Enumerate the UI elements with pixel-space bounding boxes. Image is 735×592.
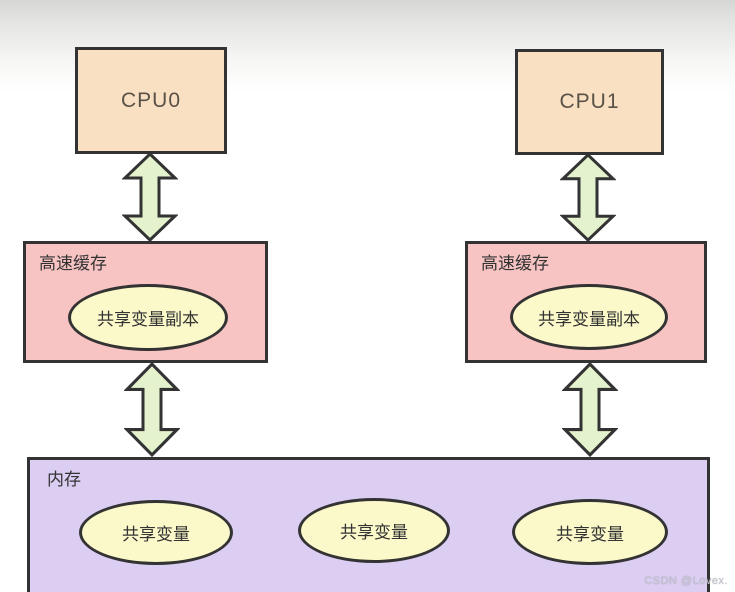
memory-label: 内存	[47, 470, 81, 489]
cpu1-label: CPU1	[559, 90, 620, 113]
memory-shared-variable-ellipse-2: 共享变量	[298, 498, 450, 563]
cpu1-cache1-double-arrow-icon	[560, 153, 616, 242]
cache0-ellipse-label: 共享变量副本	[97, 310, 199, 329]
cpu0-cache0-double-arrow-icon	[122, 152, 178, 242]
cpu1-box: CPU1	[515, 49, 664, 155]
cache0-memory-double-arrow-icon	[124, 362, 180, 457]
cache1-label: 高速缓存	[481, 254, 549, 273]
memory-shared-variable-ellipse-1: 共享变量	[79, 500, 233, 565]
memory-ellipse-1-label: 共享变量	[122, 525, 190, 544]
memory-ellipse-3-label: 共享变量	[556, 524, 624, 544]
memory-shared-variable-ellipse-3: 共享变量	[512, 499, 668, 565]
cache1-memory-double-arrow-icon	[562, 362, 618, 457]
cache0-label: 高速缓存	[39, 254, 107, 273]
cache1-shared-variable-copy-ellipse: 共享变量副本	[510, 284, 668, 350]
cache0-shared-variable-copy-ellipse: 共享变量副本	[68, 284, 228, 351]
cpu0-box: CPU0	[75, 47, 227, 154]
cache1-ellipse-label: 共享变量副本	[538, 309, 640, 329]
memory-ellipse-2-label: 共享变量	[340, 523, 408, 542]
watermark: CSDN @Lovex.	[644, 575, 728, 587]
cpu0-label: CPU0	[120, 88, 182, 112]
